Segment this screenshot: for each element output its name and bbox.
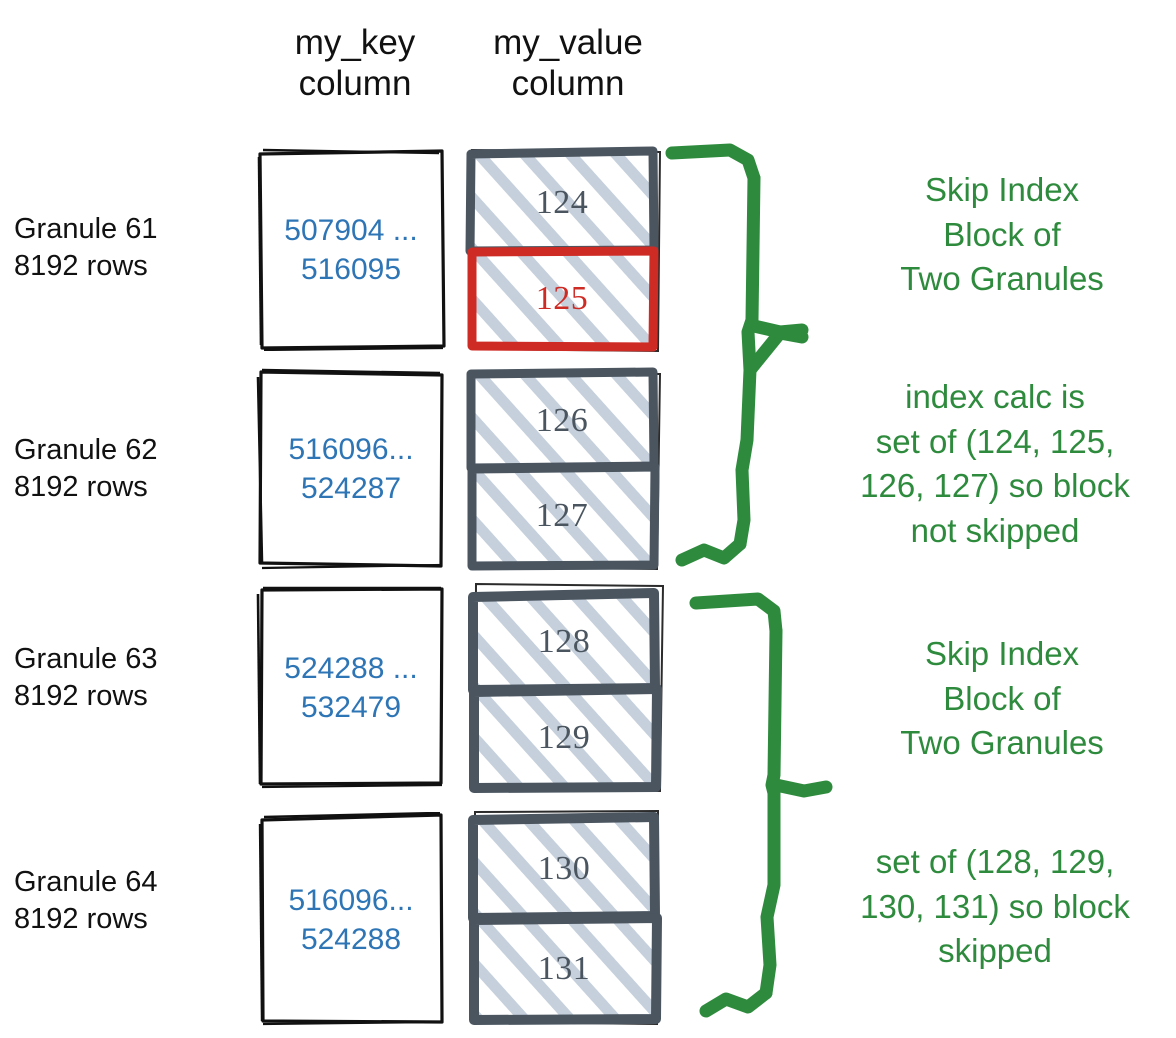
bracket-curly-icon xyxy=(665,143,809,567)
value-group-granule-63: 128 129 xyxy=(464,582,670,794)
bracket-nub-icon xyxy=(747,319,809,339)
column-header-my-value: my_value column xyxy=(493,23,643,104)
key-range-granule-63: 524288 ... 532479 xyxy=(284,652,418,724)
skip-index-bracket-2-nub xyxy=(769,775,844,807)
value-cell-128: 128 xyxy=(537,623,591,660)
value-cell-131: 131 xyxy=(537,950,591,987)
key-range-granule-62: 516096... 524287 xyxy=(288,433,414,505)
value-cell-126: 126 xyxy=(535,402,589,439)
key-box-granule-63: 524288 ... 532479 xyxy=(256,586,446,790)
value-cell-129: 129 xyxy=(537,719,591,756)
key-range-granule-61: 507904 ... 516095 xyxy=(284,213,418,286)
key-box-granule-62: 516096... 524287 xyxy=(256,367,446,571)
granule-label-62: Granule 62 8192 rows xyxy=(14,434,158,504)
value-cell-130: 130 xyxy=(537,850,591,887)
value-boxes-granule-63-icon xyxy=(468,582,665,793)
value-cell-127: 127 xyxy=(535,497,589,534)
annotation-skip-index-block-1: Skip Index Block of Two Granules xyxy=(900,171,1104,298)
key-box-outline-icon xyxy=(256,368,444,570)
value-boxes-granule-64-icon xyxy=(468,809,662,1026)
value-boxes-granule-61-icon xyxy=(465,146,662,353)
key-box-outline-icon xyxy=(258,812,444,1026)
bracket-nub-icon xyxy=(769,778,833,798)
column-header-my-key: my_key column xyxy=(294,23,416,104)
value-boxes-granule-62-icon xyxy=(466,367,662,571)
value-cell-124: 124 xyxy=(535,184,589,221)
annotation-index-calc-not-skipped: index calc is set of (124, 125, 126, 127… xyxy=(860,378,1130,549)
value-cell-125: 125 xyxy=(535,280,589,317)
value-group-granule-64: 130 131 xyxy=(464,808,670,1028)
skip-index-bracket-1 xyxy=(662,140,832,580)
annotation-skip-index-block-2: Skip Index Block of Two Granules xyxy=(900,635,1104,762)
value-group-granule-61: 124 125 xyxy=(464,146,664,354)
granule-label-61: Granule 61 8192 rows xyxy=(14,213,158,283)
key-range-granule-64: 516096... 524288 xyxy=(288,883,414,956)
annotation-set-skipped: set of (128, 129, 130, 131) so block ski… xyxy=(860,843,1130,970)
value-group-granule-62: 126 127 xyxy=(464,366,664,572)
granule-label-64: Granule 64 8192 rows xyxy=(14,866,158,936)
granule-label-63: Granule 63 8192 rows xyxy=(14,643,158,713)
key-box-outline-icon xyxy=(256,586,444,789)
key-box-granule-61: 507904 ... 516095 xyxy=(256,148,446,351)
skip-index-bracket-1-nub xyxy=(747,318,820,350)
key-box-granule-64: 516096... 524288 xyxy=(256,812,446,1027)
key-box-outline-icon xyxy=(257,148,446,351)
